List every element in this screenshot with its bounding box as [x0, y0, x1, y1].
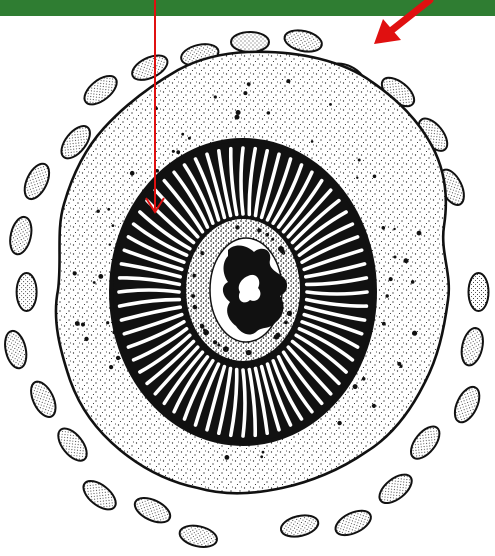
scatter-dot — [311, 140, 314, 143]
ring-cell — [231, 32, 269, 52]
scatter-dot — [116, 356, 120, 360]
scatter-dot — [337, 421, 341, 425]
scatter-dot — [400, 365, 403, 368]
inner-dot — [203, 330, 209, 336]
ring-cell — [450, 383, 485, 426]
scatter-dot — [188, 137, 191, 140]
scatter-dot — [235, 115, 240, 120]
inner-dot — [223, 346, 229, 352]
scatter-dot — [260, 455, 263, 458]
inner-dot — [247, 350, 252, 355]
inner-dot — [217, 344, 220, 347]
inner-dot — [235, 225, 239, 229]
striation — [243, 370, 245, 436]
inner-dot — [274, 334, 279, 339]
scatter-dot — [406, 260, 409, 263]
scatter-dot — [75, 321, 80, 326]
scatter-dot — [393, 228, 395, 230]
ring-cell — [2, 329, 30, 371]
scatter-dot — [73, 271, 77, 275]
scatter-dot — [84, 337, 88, 341]
inner-dot — [287, 311, 292, 316]
scatter-dot — [81, 323, 85, 327]
scatter-dot — [98, 274, 103, 279]
inner-dot — [200, 324, 204, 328]
scatter-dot — [412, 331, 417, 336]
scatter-dot — [394, 256, 397, 259]
ring-cell — [7, 215, 35, 257]
scatter-dot — [358, 159, 361, 162]
scatter-dot — [386, 294, 389, 297]
inner-dot — [193, 305, 198, 310]
scatter-dot — [382, 322, 386, 326]
ring-cell — [279, 512, 321, 540]
scatter-dot — [411, 280, 415, 284]
scatter-dot — [262, 451, 265, 454]
ring-cell — [26, 378, 61, 421]
ring-cell — [178, 522, 220, 550]
inner-dot — [200, 251, 204, 255]
scatter-dot — [329, 103, 332, 106]
scatter-dot — [417, 231, 422, 236]
inner-dot — [282, 251, 285, 254]
ring-cell — [375, 469, 417, 508]
inner-dot — [271, 238, 274, 241]
scatter-dot — [106, 321, 109, 324]
ring-cell — [131, 493, 174, 528]
ring-cell — [332, 506, 375, 541]
inner-dot — [257, 228, 261, 232]
scatter-dot — [356, 177, 358, 179]
scatter-dot — [382, 226, 386, 230]
striation — [241, 148, 243, 214]
scatter-dot — [176, 150, 180, 154]
scatter-dot — [389, 277, 393, 281]
scatter-dot — [214, 95, 217, 98]
scatter-dot — [181, 133, 184, 136]
scatter-dot — [109, 243, 111, 245]
scatter-dot — [286, 79, 290, 83]
ring-cell — [53, 424, 92, 466]
ring-cell — [469, 273, 489, 311]
scatter-dot — [130, 171, 135, 176]
inner-dot — [192, 274, 196, 278]
scatter-dot — [267, 111, 270, 114]
striation — [307, 292, 367, 294]
ring-cell — [458, 326, 486, 368]
ring-cell — [406, 422, 445, 464]
scatter-dot — [172, 150, 175, 153]
scatter-dot — [93, 281, 96, 284]
scatter-dot — [372, 404, 376, 408]
ring-cell — [79, 476, 121, 515]
scatter-dot — [243, 91, 247, 95]
inner-dot — [284, 321, 288, 325]
ring-cell — [282, 27, 324, 55]
ring-cell — [20, 160, 55, 203]
scatter-dot — [225, 455, 230, 460]
ring-cell — [17, 273, 37, 311]
scatter-dot — [109, 365, 113, 369]
scatter-dot — [362, 377, 366, 381]
scatter-dot — [97, 210, 100, 213]
ring-cell — [80, 71, 122, 110]
inner-dot — [191, 294, 195, 298]
scatter-dot — [112, 224, 115, 227]
inner-dot — [278, 246, 284, 252]
inner-dot — [213, 340, 217, 344]
scatter-dot — [107, 208, 110, 211]
inner-dot — [265, 233, 269, 237]
scatter-dot — [247, 82, 251, 86]
striation — [119, 290, 179, 292]
scatter-dot — [353, 384, 358, 389]
scatter-dot — [236, 110, 241, 115]
scatter-dot — [373, 175, 377, 179]
